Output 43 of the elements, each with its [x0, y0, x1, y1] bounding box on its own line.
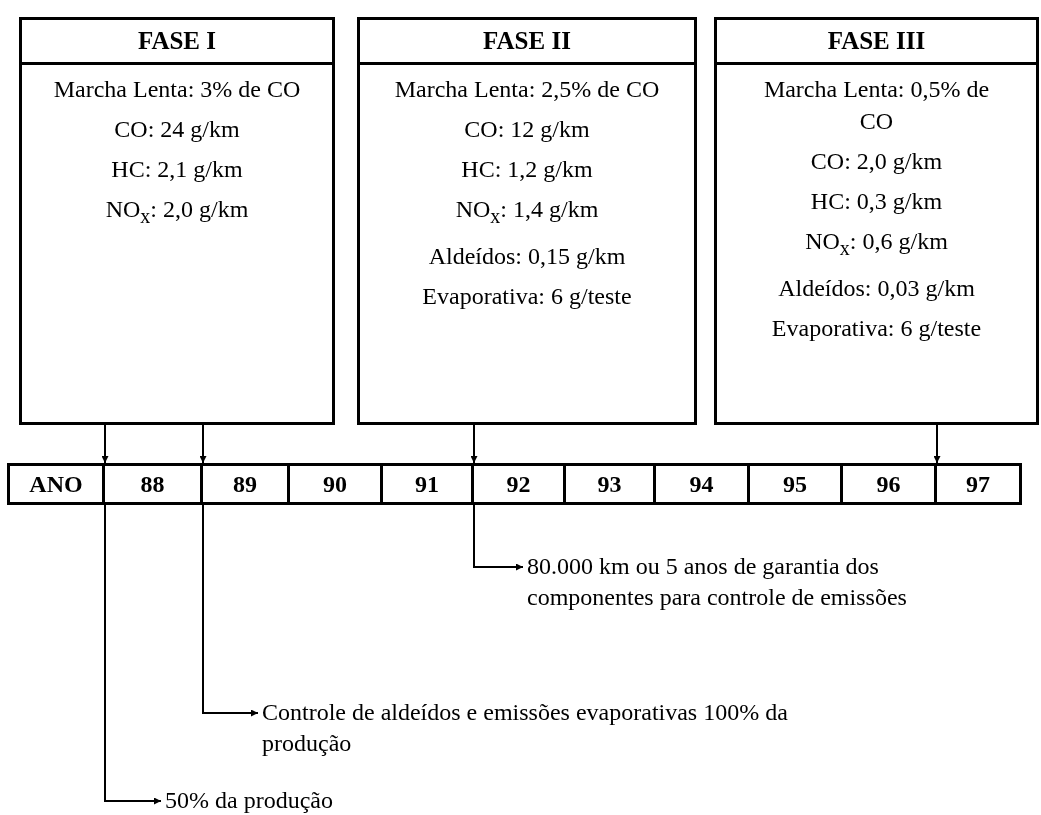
arrow — [470, 424, 478, 464]
phase-heading: FASE III — [717, 20, 1036, 65]
limit-text: Aldeídos: 0,03 g/km — [777, 273, 976, 303]
year-cell: 88 — [102, 463, 203, 505]
limit-text: NO$_{x}$: 2,0 g/km — [104, 195, 250, 229]
phase-box — [357, 17, 697, 425]
limit-text: Evaporativa: 6 g/teste — [770, 313, 983, 343]
limit-text: HC: 2,1 g/km — [110, 155, 244, 184]
year-cell: 94 — [653, 463, 750, 505]
limit-text: CO: 24 g/km — [113, 115, 241, 144]
year-cell: 90 — [287, 463, 383, 505]
year-cell: 97 — [934, 463, 1022, 505]
arrow — [104, 504, 162, 805]
arrow — [199, 424, 207, 464]
limit-text: NO$_{x}$: 1,4 g/km — [454, 195, 600, 229]
limit-text: Aldeídos: 0,15 g/km — [427, 241, 627, 271]
note-text: 80.000 km ou 5 anos de garantia dos componentes para controle de emissões — [527, 551, 1007, 613]
limit-text: HC: 0,3 g/km — [809, 187, 944, 216]
limit-text: NO$_{x}$: 0,6 g/km — [804, 227, 949, 261]
limit-text: CO: 12 g/km — [463, 115, 591, 144]
year-cell: 96 — [840, 463, 937, 505]
phase-heading: FASE I — [22, 20, 332, 65]
limit-text: Marcha Lenta: 0,5% de CO — [762, 75, 991, 136]
year-cell: 89 — [200, 463, 290, 505]
limit-text: Marcha Lenta: 2,5% de CO — [393, 75, 661, 104]
year-cell: 95 — [747, 463, 843, 505]
arrow — [101, 424, 109, 464]
phase-box — [714, 17, 1039, 425]
phase-heading: FASE II — [360, 20, 694, 65]
year-cell: ANO — [7, 463, 105, 505]
year-cell: 93 — [563, 463, 656, 505]
limit-text: Evaporativa: 6 g/teste — [421, 281, 633, 311]
year-cell: 91 — [380, 463, 474, 505]
arrow — [202, 504, 259, 717]
limit-text: Marcha Lenta: 3% de CO — [52, 75, 302, 104]
limit-text: HC: 1,2 g/km — [460, 155, 594, 184]
year-cell: 92 — [471, 463, 566, 505]
note-text: 50% da produção — [165, 785, 565, 815]
phase-box — [19, 17, 335, 425]
note-text: Controle de aldeídos e emissões evaporativas 100% da produção — [262, 697, 862, 759]
arrow — [933, 424, 941, 464]
arrow — [473, 504, 524, 571]
limit-text: CO: 2,0 g/km — [809, 147, 944, 176]
